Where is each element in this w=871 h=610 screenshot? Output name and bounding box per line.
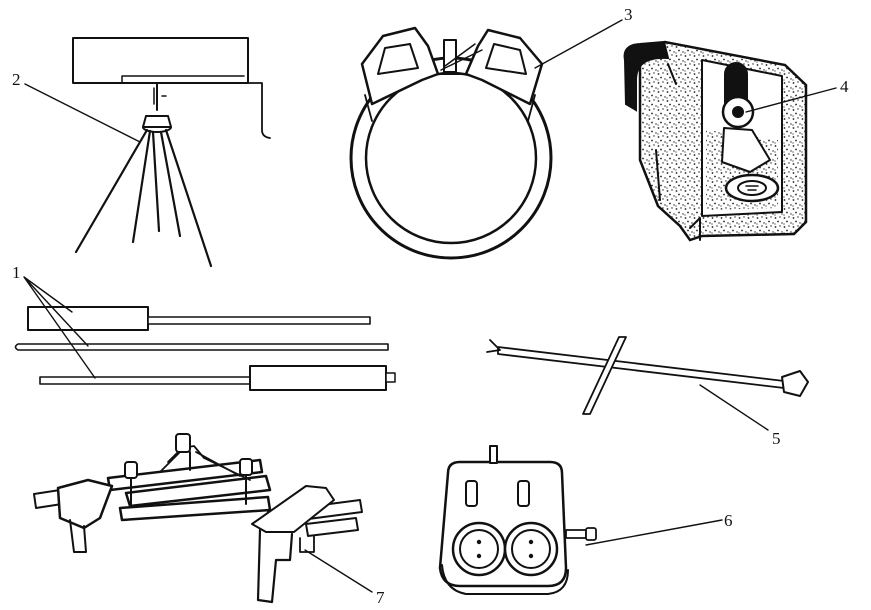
leader-line-6 — [585, 519, 723, 546]
callout-1: 1 — [12, 263, 21, 282]
callout-5: 5 — [772, 429, 781, 448]
leader-line-2 — [24, 83, 141, 143]
callout-7: 7 — [376, 588, 385, 607]
leader-line-5 — [699, 384, 769, 431]
ring-clamp-icon — [349, 26, 553, 260]
leader-line-7 — [304, 549, 373, 593]
leader-line-4 — [745, 87, 837, 113]
cross-rod-icon — [486, 336, 809, 415]
control-box-icon — [438, 445, 597, 595]
callout-2: 2 — [12, 70, 21, 89]
callout-4: 4 — [840, 77, 849, 96]
leader-lines — [23, 19, 837, 593]
callout-3: 3 — [624, 5, 633, 24]
probe-rods-icon — [14, 306, 396, 391]
leader-line-1 — [23, 276, 96, 379]
callout-6: 6 — [724, 511, 733, 530]
tripod-stand-icon — [72, 37, 271, 268]
clamp-frame-icon — [33, 433, 363, 604]
mechanism-housing-icon — [623, 40, 808, 242]
leader-line-3 — [534, 19, 623, 69]
